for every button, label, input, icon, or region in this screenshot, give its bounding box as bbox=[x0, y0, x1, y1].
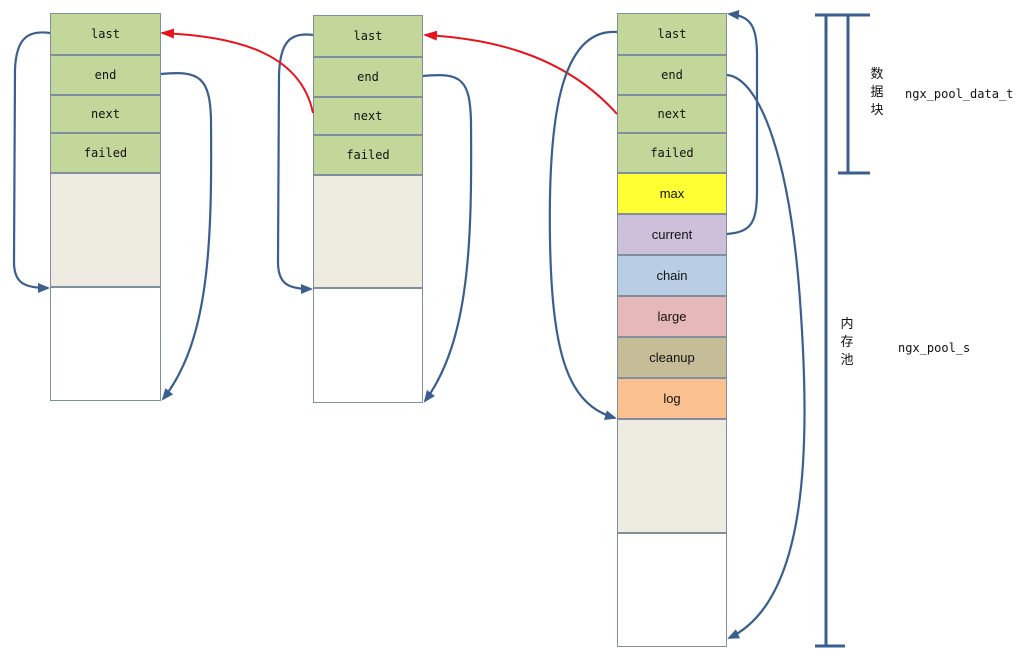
pool-max-field: max bbox=[617, 173, 727, 214]
pool-cleanup-field: cleanup bbox=[617, 337, 727, 378]
data-block-char-3: 块 bbox=[870, 103, 884, 118]
block2-last-pointer-arrow bbox=[276, 33, 314, 294]
block3-last-pointer-arrow bbox=[548, 30, 618, 421]
block2-used-area bbox=[313, 175, 423, 288]
memory-pool-char-1: 内 bbox=[840, 317, 854, 332]
data-block-char-2: 据 bbox=[870, 85, 884, 100]
data-block-type-name: ngx_pool_data_t bbox=[905, 87, 1014, 101]
block3-end-pointer-arrow bbox=[726, 73, 806, 639]
pool-log-field: log bbox=[617, 378, 727, 419]
block2-end-field: end bbox=[313, 57, 423, 97]
memory-pool-char-3: 池 bbox=[840, 353, 854, 368]
memory-pool-char-2: 存 bbox=[840, 335, 854, 350]
block3-next-pointer-arrow bbox=[423, 30, 618, 115]
memory-pool-type-name: ngx_pool_s bbox=[898, 341, 971, 355]
block1-last-pointer-arrow bbox=[12, 31, 51, 293]
block3-failed-field: failed bbox=[617, 133, 727, 173]
block3-next-field: next bbox=[617, 95, 727, 133]
block1-used-area bbox=[50, 173, 161, 287]
block3-end-field: end bbox=[617, 55, 727, 95]
pool-current-field: current bbox=[617, 214, 727, 255]
block2-next-pointer-arrow bbox=[160, 28, 314, 114]
pool-current-pointer-arrow bbox=[726, 9, 759, 236]
data-block-char-1: 数 bbox=[870, 67, 884, 82]
pool-large-field: large bbox=[617, 296, 727, 337]
block1-failed-field: failed bbox=[50, 133, 161, 173]
block1-last-field: last bbox=[50, 13, 161, 55]
block1-next-field: next bbox=[50, 95, 161, 133]
block2-failed-field: failed bbox=[313, 135, 423, 175]
block1-end-field: end bbox=[50, 55, 161, 95]
block3-last-field: last bbox=[617, 13, 727, 55]
block2-last-field: last bbox=[313, 15, 423, 57]
block2-free-area bbox=[313, 288, 423, 403]
block2-next-field: next bbox=[313, 97, 423, 135]
block2-end-pointer-arrow bbox=[422, 74, 473, 403]
block1-end-pointer-arrow bbox=[160, 72, 213, 401]
block3-used-area bbox=[617, 419, 727, 533]
block3-free-area bbox=[617, 533, 727, 647]
block1-free-area bbox=[50, 287, 161, 401]
data-block-bracket bbox=[838, 13, 870, 175]
pool-chain-field: chain bbox=[617, 255, 727, 296]
